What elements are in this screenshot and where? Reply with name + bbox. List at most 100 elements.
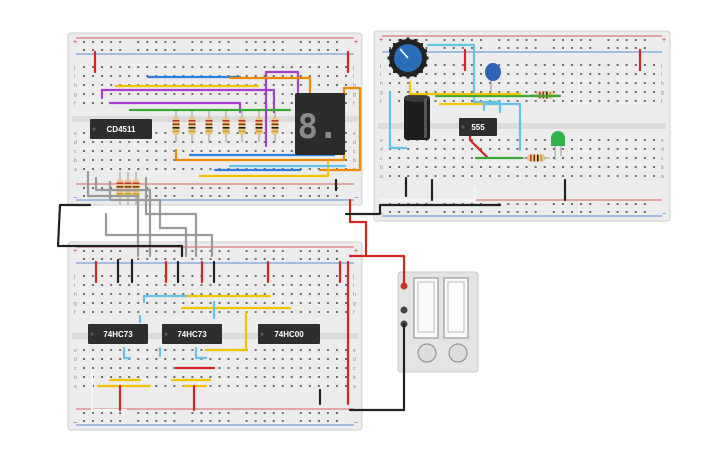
terminal-hole — [308, 349, 311, 351]
rail-hole — [589, 211, 592, 213]
terminal-hole — [164, 302, 167, 304]
psu-knob-right — [448, 343, 468, 363]
terminal-hole — [110, 349, 113, 351]
rail-hole — [227, 420, 230, 422]
terminal-hole — [598, 148, 601, 150]
terminal-hole — [128, 311, 131, 313]
terminal-hole — [110, 150, 113, 152]
terminal-hole — [326, 75, 329, 77]
terminal-hole — [561, 148, 564, 150]
terminal-hole — [571, 64, 574, 66]
terminal-hole — [272, 376, 275, 378]
timer-555-chip[interactable]: 555 — [459, 118, 497, 136]
rail-hole — [254, 258, 257, 260]
dual-power-supply[interactable] — [397, 271, 479, 373]
terminal-hole — [272, 349, 275, 351]
terminal-hole — [227, 311, 230, 313]
rail-hole — [625, 39, 628, 41]
resistor-band — [205, 123, 213, 126]
terminal-hole — [245, 284, 248, 286]
terminal-hole — [173, 293, 176, 295]
rail-hole — [263, 49, 266, 51]
resistor-band — [116, 193, 124, 195]
rail-hole — [272, 41, 275, 43]
terminal-hole — [326, 302, 329, 304]
rail-hole — [625, 203, 628, 205]
terminal-hole — [398, 157, 401, 159]
terminal-hole — [607, 100, 610, 102]
terminal-hole — [470, 166, 473, 168]
terminal-hole — [236, 358, 239, 360]
terminal-hole — [263, 358, 266, 360]
terminal-hole — [254, 358, 257, 360]
terminal-hole — [101, 284, 104, 286]
rail-hole — [443, 211, 446, 213]
row-letter: b — [74, 375, 77, 381]
terminal-hole — [263, 302, 266, 304]
terminal-hole — [389, 166, 391, 168]
terminal-hole — [634, 100, 637, 102]
resistor — [255, 110, 263, 142]
row-letter: i — [74, 283, 75, 289]
terminal-hole — [489, 166, 492, 168]
terminal-hole — [155, 293, 158, 295]
row-letter: f — [661, 99, 663, 105]
74hc73-chip-1[interactable]: 74HC73 — [88, 324, 148, 344]
cd4511-chip[interactable]: CD4511 — [90, 119, 152, 139]
74hc73-chip-2[interactable]: 74HC73 — [162, 324, 222, 344]
rail-hole — [416, 39, 419, 41]
terminal-hole — [470, 157, 473, 159]
terminal-hole — [236, 141, 239, 143]
pot-ridge — [424, 49, 428, 53]
seven-segment-display[interactable]: 8. — [295, 93, 345, 155]
terminal-hole — [299, 385, 302, 387]
rail-hole — [389, 211, 391, 213]
rail-hole — [272, 49, 275, 51]
green-led — [551, 131, 565, 160]
potentiometer[interactable] — [387, 37, 429, 79]
row-letter: f — [353, 101, 355, 107]
rail-hole — [407, 211, 410, 213]
terminal-hole — [137, 93, 140, 95]
terminal-hole — [173, 284, 176, 286]
terminal-hole — [607, 139, 610, 141]
resistor-band — [271, 130, 279, 133]
resistor — [222, 110, 230, 142]
terminal-hole — [498, 139, 501, 141]
terminal-hole — [489, 175, 492, 177]
wire-cyan — [122, 346, 132, 360]
rail-hole — [561, 211, 564, 213]
terminal-hole — [83, 385, 85, 387]
rail-hole — [155, 49, 158, 51]
rail-symbol: − — [354, 195, 358, 202]
terminal-hole — [543, 175, 546, 177]
terminal-hole — [480, 139, 483, 141]
rail-hole — [272, 420, 275, 422]
psu-readout-right — [447, 281, 465, 333]
terminal-hole — [425, 175, 428, 177]
terminal-hole — [182, 284, 185, 286]
terminal-hole — [272, 302, 275, 304]
rail-hole — [299, 187, 302, 189]
74hc00-chip[interactable]: 74HC00 — [258, 324, 320, 344]
terminal-hole — [480, 91, 483, 93]
terminal-hole — [290, 293, 293, 295]
terminal-hole — [200, 284, 203, 286]
terminal-hole — [299, 275, 302, 277]
row-letter: j — [73, 65, 75, 71]
terminal-hole — [146, 367, 149, 369]
resistor-band — [205, 120, 213, 122]
terminal-hole — [164, 168, 167, 170]
wire-black — [348, 322, 406, 412]
row-letter: j — [379, 63, 381, 69]
terminal-hole — [137, 311, 140, 313]
terminal-hole — [281, 66, 284, 68]
terminal-hole — [218, 132, 221, 134]
resistor-body — [188, 117, 196, 135]
rail-hole — [281, 250, 284, 252]
terminal-hole — [580, 73, 583, 75]
terminal-hole — [254, 302, 257, 304]
resistor — [238, 110, 246, 142]
terminal-hole — [281, 141, 284, 143]
